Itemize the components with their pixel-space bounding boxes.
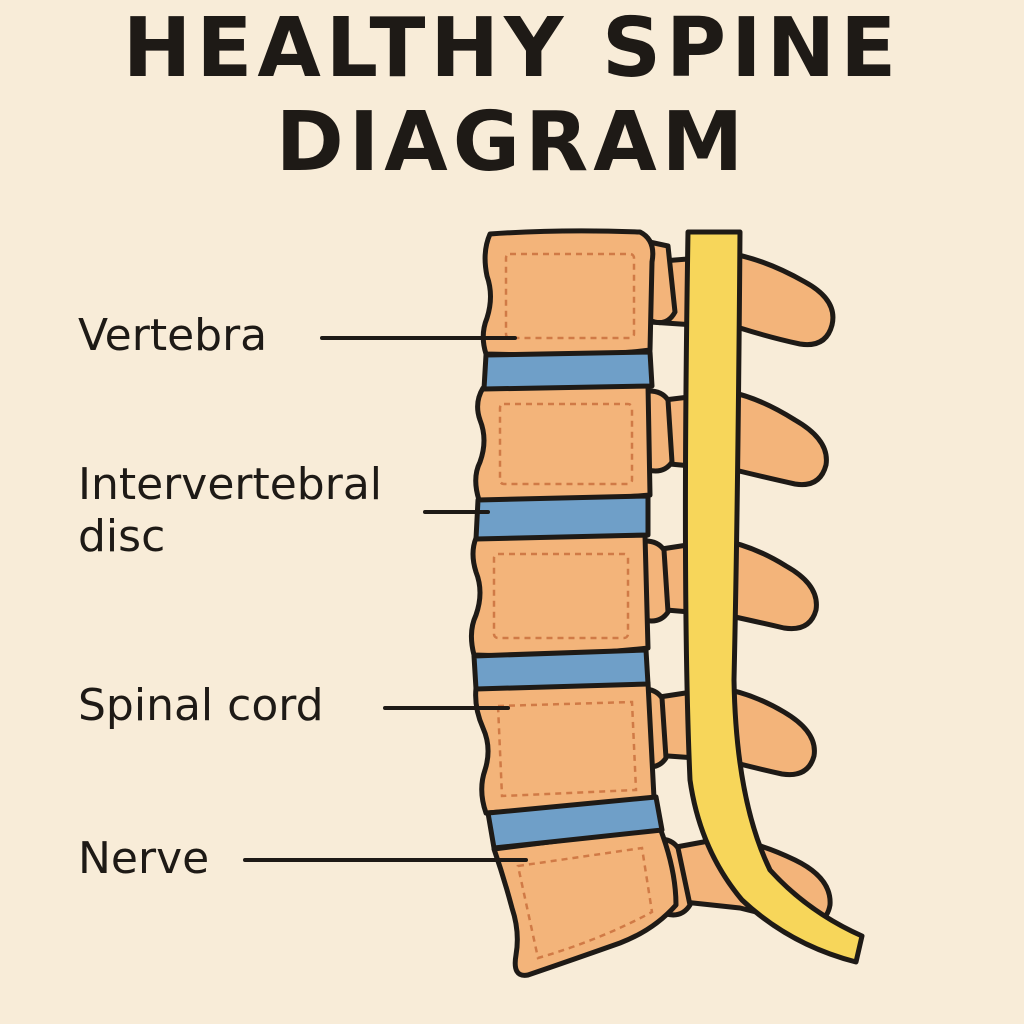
page-title: HEALTHY SPINE DIAGRAM — [0, 2, 1024, 190]
vertebra-inner-outlines — [492, 252, 654, 960]
leader-lines — [243, 336, 528, 862]
disc-1 — [481, 349, 655, 392]
title-line-2: DIAGRAM — [275, 95, 749, 190]
title-line-1: HEALTHY SPINE — [122, 1, 902, 96]
label-intervertebral-disc: Intervertebral disc — [78, 459, 382, 563]
intervertebral-discs — [471, 349, 665, 851]
spinal-cord — [682, 229, 865, 965]
label-disc-line-2: disc — [78, 511, 166, 562]
disc-2 — [473, 493, 651, 542]
label-spinal-cord: Spinal cord — [78, 680, 324, 731]
label-disc-line-1: Intervertebral — [78, 459, 383, 510]
vertebral-bodies — [468, 228, 679, 978]
vertebra-body-4 — [473, 680, 657, 816]
vertebra-body-5 — [491, 825, 679, 978]
disc-4 — [485, 794, 665, 851]
disc-3 — [471, 647, 651, 692]
label-vertebra: Vertebra — [78, 310, 268, 361]
label-nerve: Nerve — [78, 833, 210, 884]
